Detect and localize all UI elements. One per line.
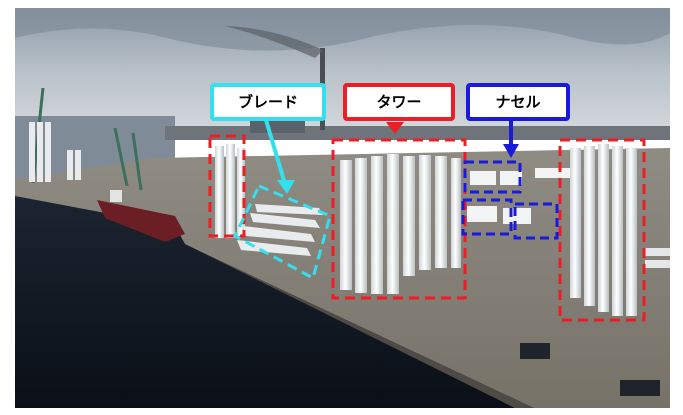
clouds	[15, 8, 670, 51]
port-aerial-photo	[15, 8, 670, 408]
cargo-ship-icon	[97, 190, 185, 242]
nacelle-pointer-head	[503, 144, 519, 158]
tower-label: タワー	[343, 83, 455, 121]
nacelle-box-right	[513, 202, 559, 240]
tower-box-right	[558, 138, 646, 322]
harbor-water	[15, 196, 515, 408]
blade-label: ブレード	[210, 83, 326, 121]
nacelle-label: ナセル	[466, 83, 570, 121]
blade-pointer-line	[264, 119, 287, 185]
nacelle-box-left	[461, 198, 513, 236]
tower-box-main	[331, 138, 467, 300]
tower-box-left	[208, 134, 246, 238]
tower-pointer-head	[386, 122, 404, 134]
nacelle-box-top	[463, 160, 522, 194]
blade-box	[233, 184, 332, 281]
distant-city	[165, 126, 670, 140]
blade-pointer-head	[277, 180, 295, 194]
quay-edge	[180, 244, 535, 408]
